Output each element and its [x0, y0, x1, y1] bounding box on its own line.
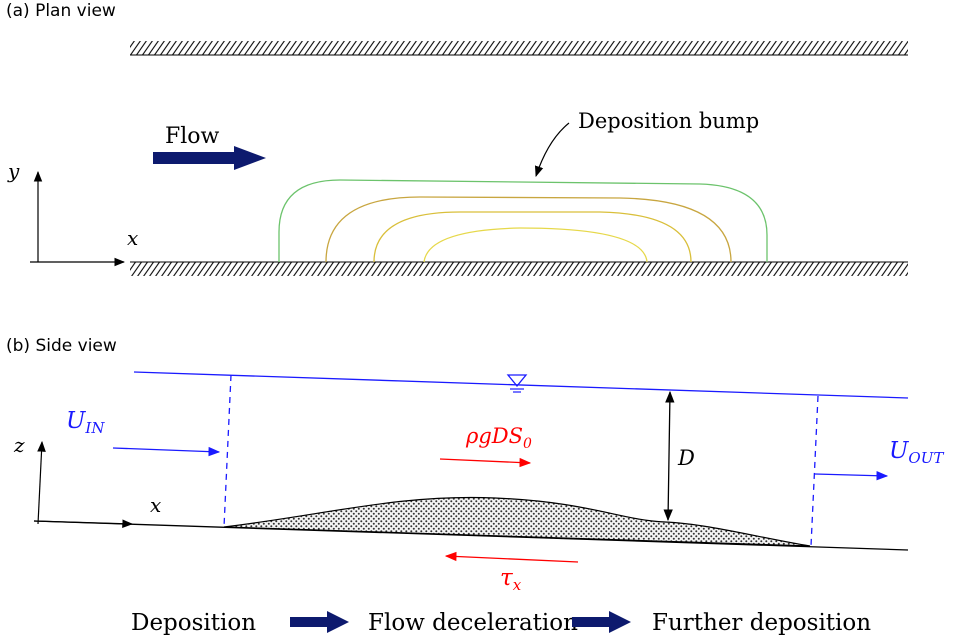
axis-x-arrow-b — [33, 519, 134, 529]
axis-z-arrow — [37, 440, 46, 525]
depth-arrow — [663, 390, 675, 522]
flow-arrow — [153, 146, 266, 170]
flow-label: Flow — [165, 124, 220, 149]
bump-label: Deposition bump — [578, 109, 759, 133]
top-wall-hatch — [130, 41, 908, 55]
depth-label: D — [677, 446, 695, 470]
u-out-subscript: OUT — [908, 449, 944, 467]
chain-step-deceleration: Flow deceleration — [368, 610, 578, 636]
shear-label: τx — [500, 565, 522, 594]
bottom-wall-hatch — [130, 262, 908, 276]
contour-outer — [278, 179, 768, 262]
water-surface — [133, 371, 909, 399]
axis-x-label-b: x — [150, 493, 161, 517]
outlet-dashed-line — [810, 395, 819, 547]
axis-x-label-a: x — [127, 226, 138, 250]
chain-arrow-2 — [572, 611, 631, 633]
u-in-subscript: IN — [84, 419, 105, 437]
shear-subscript: x — [513, 576, 522, 594]
chain-step-deposition: Deposition — [131, 610, 256, 636]
panel-b-title: (b) Side view — [6, 336, 117, 356]
driving-force-arrow — [439, 457, 532, 468]
u-in-arrow — [112, 446, 221, 457]
u-out-arrow — [814, 471, 889, 481]
chain-arrow-1 — [290, 611, 349, 633]
shear-main: τ — [500, 565, 514, 591]
contour-inner — [423, 227, 648, 263]
panel-a-title: (a) Plan view — [6, 1, 116, 21]
contour-3 — [373, 211, 692, 263]
u-out-main: U — [889, 438, 910, 464]
water-level-icon — [506, 374, 528, 393]
u-in-label: UIN — [66, 408, 105, 437]
driving-force-subscript: 0 — [523, 436, 532, 452]
shear-arrow — [444, 551, 579, 563]
chain-step-further-deposition: Further deposition — [652, 610, 871, 636]
driving-force-label: ρgDS0 — [465, 424, 532, 452]
channel-bed — [33, 520, 909, 551]
bump-pointer-arrow — [534, 122, 570, 178]
axis-z-label: z — [13, 433, 25, 457]
axis-y-label: y — [7, 159, 20, 183]
sediment-bump — [223, 496, 811, 547]
inlet-dashed-line — [223, 374, 232, 528]
contour-2 — [325, 196, 732, 263]
driving-force-main: ρgDS — [465, 424, 523, 448]
u-in-main: U — [66, 408, 87, 434]
u-out-label: UOUT — [889, 438, 944, 467]
